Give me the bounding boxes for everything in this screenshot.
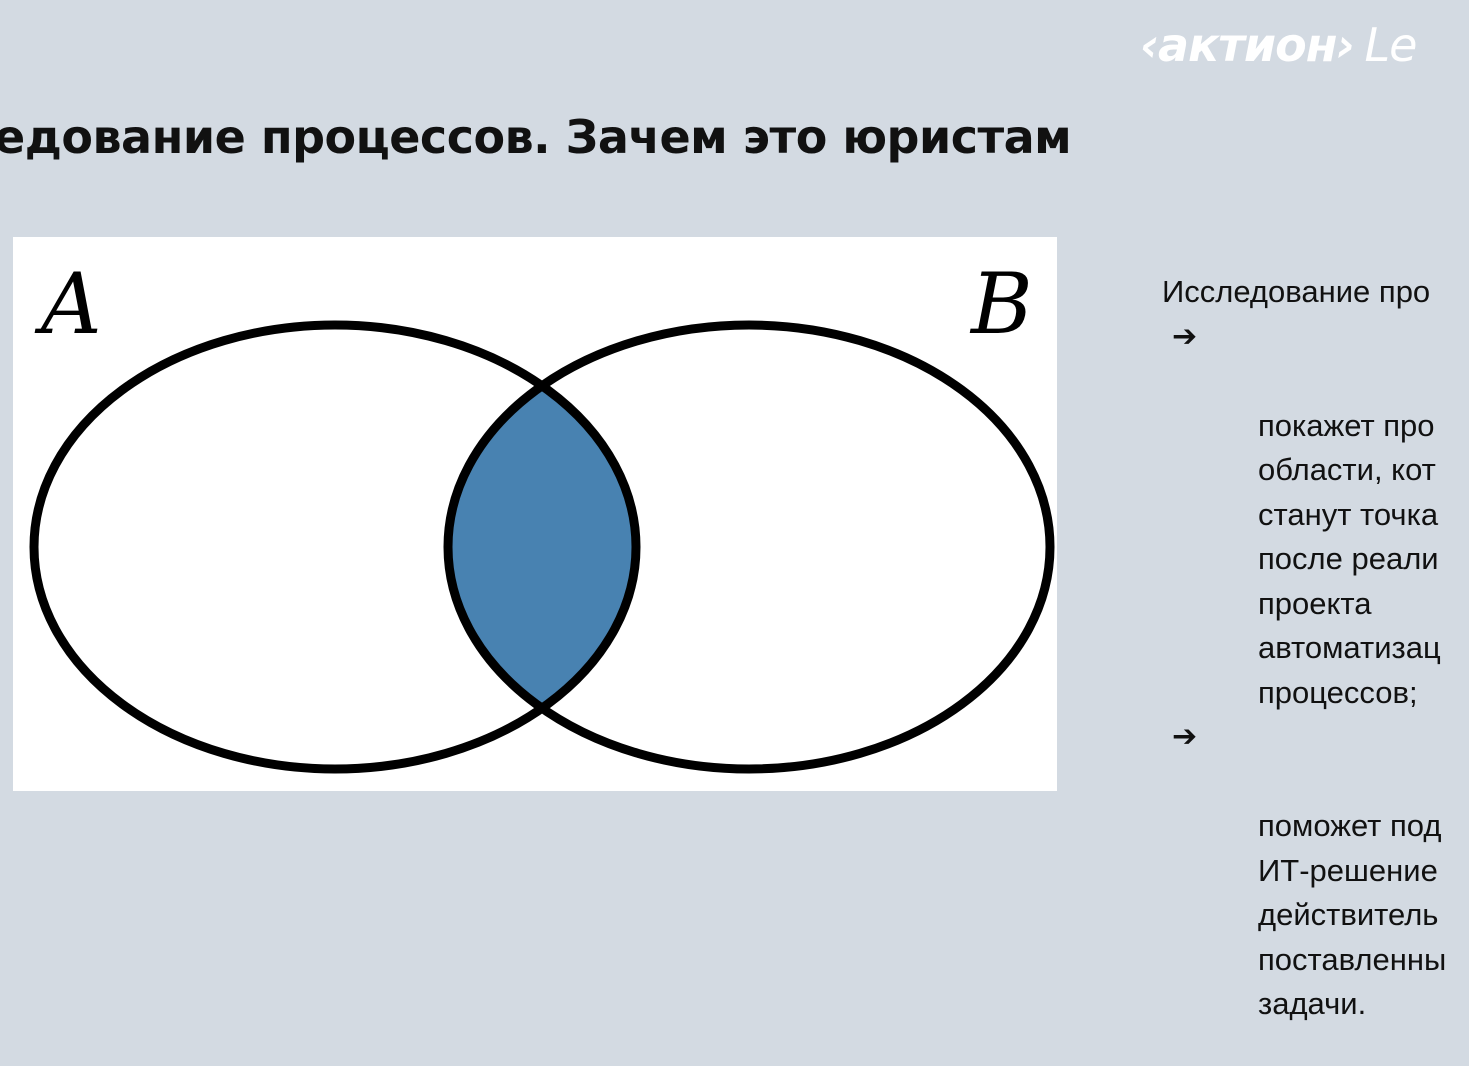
- intro-text: Исследование про: [1162, 274, 1431, 309]
- bullet-item: ➔ покажет про области, кот станут точка …: [1162, 315, 1469, 716]
- set-b-ellipse: [443, 320, 1055, 774]
- set-a-label: A: [34, 255, 102, 353]
- logo-suffix: Le: [1364, 18, 1417, 72]
- bullet-list: ➔ покажет про области, кот станут точка …: [1162, 315, 1469, 1027]
- set-b-label: B: [969, 255, 1033, 353]
- arrow-right-icon: ➔: [1172, 719, 1198, 754]
- venn-diagram: A B: [13, 237, 1057, 791]
- bullet-item: ➔ поможет под ИТ-решение действитель пос…: [1162, 715, 1469, 1027]
- arrow-right-icon: ➔: [1172, 318, 1198, 354]
- logo-brand: ‹актион›: [1140, 18, 1355, 72]
- brand-logo: ‹актион›Le: [1140, 18, 1417, 72]
- slide-title: едование процессов. Зачем это юристам: [0, 110, 1072, 164]
- bullet-text: покажет про области, кот станут точка по…: [1258, 407, 1441, 710]
- text-block: Исследование про ➔ покажет про области, …: [1162, 270, 1469, 1027]
- bullet-text: поможет под ИТ-решение действитель поста…: [1258, 808, 1447, 1021]
- set-a-ellipse: [29, 320, 641, 774]
